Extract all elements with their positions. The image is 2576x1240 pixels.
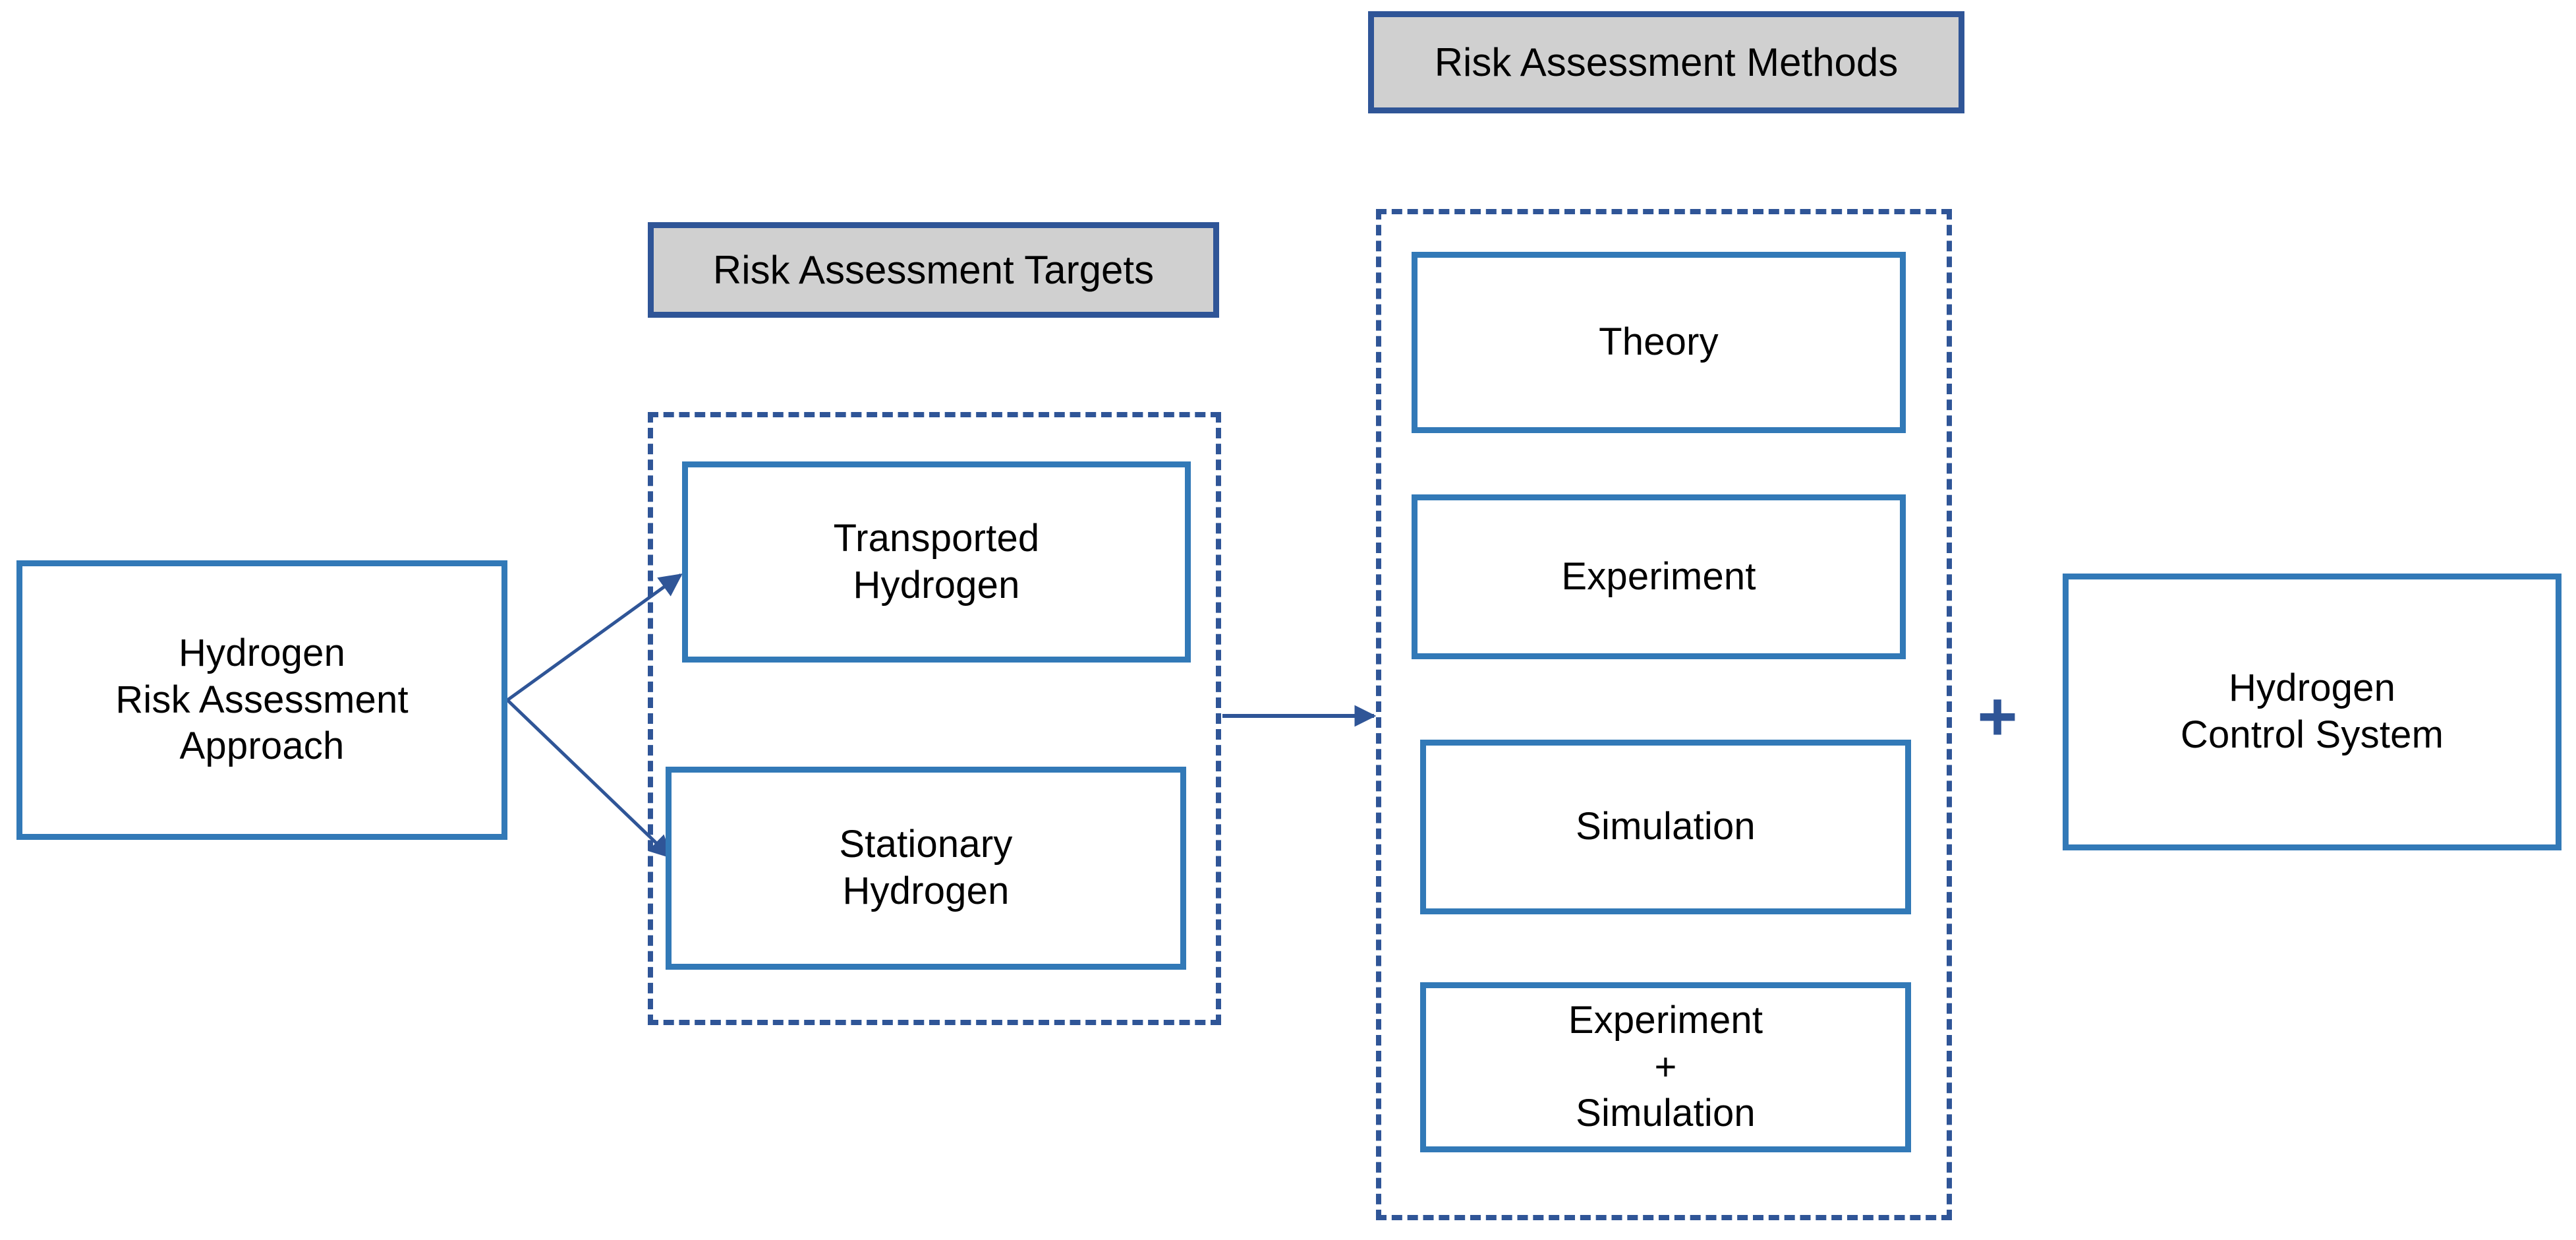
methods-header-label: Risk Assessment Methods <box>1434 40 1899 84</box>
simulation-box[interactable]: Simulation <box>1420 740 1911 914</box>
experiment-label: Experiment <box>1561 554 1756 598</box>
plus-symbol: + <box>1977 678 2018 755</box>
hydrogen-control-system-box[interactable]: Hydrogen Control System <box>2063 574 2562 850</box>
plus-icon: + <box>1967 680 2028 753</box>
risk-assessment-methods-group <box>1376 209 1952 1220</box>
stationary-hydrogen-box[interactable]: Stationary Hydrogen <box>666 767 1186 970</box>
approach-label: Hydrogen Risk Assessment Approach <box>115 631 409 768</box>
risk-assessment-targets-header: Risk Assessment Targets <box>648 222 1219 318</box>
risk-assessment-targets-group <box>648 412 1221 1025</box>
hydrogen-risk-assessment-approach-box[interactable]: Hydrogen Risk Assessment Approach <box>16 560 507 840</box>
risk-assessment-methods-header: Risk Assessment Methods <box>1368 11 1964 113</box>
experiment-plus-simulation-box[interactable]: Experiment + Simulation <box>1420 982 1911 1152</box>
experiment-box[interactable]: Experiment <box>1412 494 1906 659</box>
arrow-root-to-stationary <box>506 699 673 859</box>
targets-header-label: Risk Assessment Targets <box>712 248 1155 292</box>
hydrogen-control-system-label: Hydrogen Control System <box>2180 666 2444 756</box>
stationary-hydrogen-label: Stationary Hydrogen <box>839 823 1013 912</box>
transported-hydrogen-label: Transported Hydrogen <box>833 516 1040 606</box>
transported-hydrogen-box[interactable]: Transported Hydrogen <box>682 461 1191 663</box>
theory-box[interactable]: Theory <box>1412 252 1906 433</box>
simulation-label: Simulation <box>1576 805 1756 848</box>
theory-label: Theory <box>1599 320 1719 364</box>
experiment-plus-simulation-label: Experiment + Simulation <box>1568 998 1763 1135</box>
